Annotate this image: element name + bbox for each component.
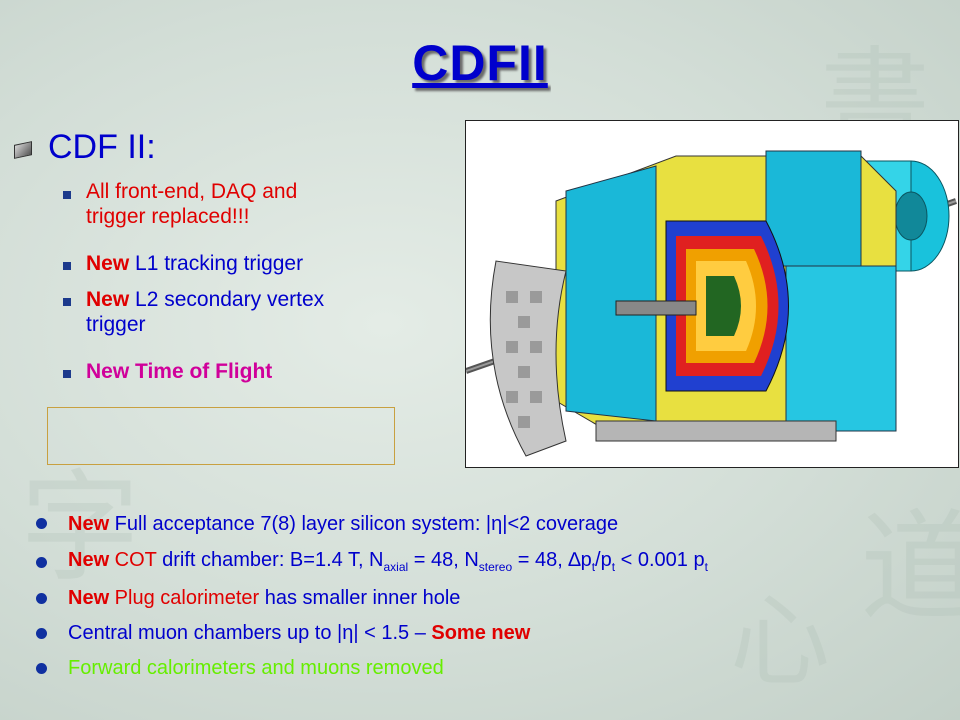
bottom-bullet-2-text-d: = 48,: [512, 549, 569, 571]
eta-symbol: η: [491, 513, 503, 535]
sub-bullet-2: New L1 tracking trigger: [86, 251, 303, 276]
bottom-bullet-2-text-g: < 0.001 p: [615, 549, 705, 571]
bottom-bullet-2: New COT drift chamber: B=1.4 T, Naxial =…: [68, 548, 708, 579]
square-bullet-icon: [63, 191, 71, 199]
bottom-bullet-2-text-b: drift chamber: B=1.4 T, N: [156, 549, 384, 571]
sub-bullet-3-text: L2 secondary vertex: [129, 288, 325, 311]
subscript-t: t: [591, 560, 596, 574]
bottom-bullet-2-text-c: = 48, N: [408, 549, 479, 571]
bottom-bullet-5: Forward calorimeters and muons removed: [68, 657, 444, 679]
new-label: New: [68, 513, 110, 535]
subscript-axial: axial: [383, 560, 409, 574]
slide-title: CDFII: [412, 35, 548, 91]
new-label: New: [68, 587, 110, 609]
plug-calorimeter-label: Plug calorimeter: [109, 587, 260, 609]
sub-bullet-4: New Time of Flight: [86, 360, 273, 383]
bottom-bullet-1-text: Full acceptance 7(8) layer silicon syste…: [109, 513, 492, 535]
subscript-t: t: [611, 560, 616, 574]
sub-bullet-3: New L2 secondary vertex trigger: [86, 287, 324, 337]
empty-text-box: [47, 407, 395, 465]
square-bullet-icon: [63, 262, 71, 270]
sub-bullet-3-line2: trigger: [86, 313, 146, 336]
section-heading: CDF II:: [48, 128, 156, 166]
detector-image: [465, 120, 959, 468]
cdf-detector-cutaway-icon: [465, 150, 957, 457]
bottom-bullet-2-text-f: /p: [595, 549, 612, 571]
subscript-t: t: [704, 560, 708, 574]
sub-bullet-1-line1: All front-end, DAQ and: [86, 180, 298, 203]
bottom-bullet-2-text-e: p: [580, 549, 592, 571]
sub-bullet-1-line2: trigger replaced!!!: [86, 205, 250, 228]
round-bullet-icon: [36, 593, 47, 604]
round-bullet-icon: [36, 663, 47, 674]
bottom-bullet-4-tail: | < 1.5 –: [353, 622, 432, 644]
new-label: New: [86, 288, 130, 311]
heading-bullet-icon: [14, 141, 32, 159]
round-bullet-icon: [36, 628, 47, 639]
square-bullet-icon: [63, 298, 71, 306]
square-bullet-icon: [63, 370, 71, 378]
bottom-bullet-1: New Full acceptance 7(8) layer silicon s…: [68, 512, 618, 536]
bottom-bullet-4-text: Central muon chambers up to |: [68, 622, 343, 644]
new-label: New: [86, 252, 130, 275]
subscript-stereo: stereo: [478, 560, 513, 574]
sub-bullet-1: All front-end, DAQ and trigger replaced!…: [86, 179, 297, 229]
bottom-bullet-4: Central muon chambers up to |η| < 1.5 – …: [68, 621, 530, 645]
eta-symbol: η: [342, 622, 354, 644]
bottom-bullet-3-text: has smaller inner hole: [259, 587, 461, 609]
bottom-bullet-1-tail: |<2 coverage: [502, 513, 619, 535]
bottom-bullet-3: New Plug calorimeter has smaller inner h…: [68, 586, 460, 610]
new-label: New: [68, 549, 110, 571]
round-bullet-icon: [36, 557, 47, 568]
cot-label: COT: [109, 549, 157, 571]
delta-symbol: ∆: [568, 549, 581, 571]
sub-bullet-2-text: L1 tracking trigger: [129, 252, 304, 275]
some-new-label: Some new: [431, 622, 531, 644]
round-bullet-icon: [36, 518, 47, 529]
